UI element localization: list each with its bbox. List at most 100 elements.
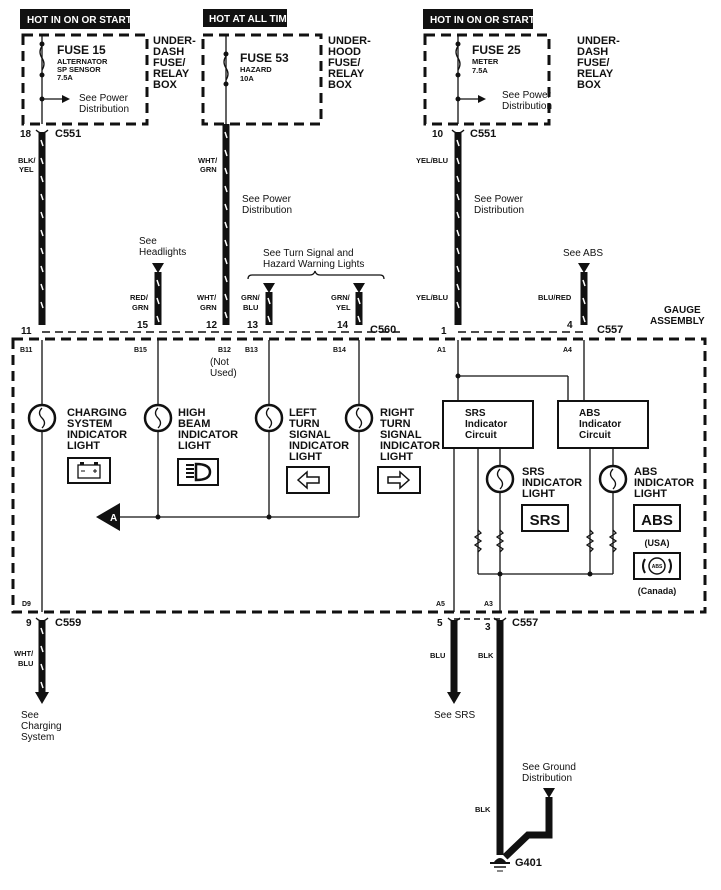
- wire-stripe: [456, 193, 460, 201]
- wire-stripe: [224, 185, 228, 193]
- fuse-box-1: [21, 33, 149, 126]
- wire-stripe: [40, 645, 44, 653]
- wire-label-yel: YEL: [19, 165, 34, 174]
- wire-stripe: [456, 157, 460, 165]
- ground-arrow-icon: [543, 788, 555, 798]
- c559-pin: 9: [26, 618, 32, 629]
- abs-light-label-2: INDICATOR: [634, 477, 694, 489]
- headlights-arrow-icon: [152, 263, 164, 273]
- wire-label-blu-2: BLU: [18, 659, 33, 668]
- reference-marker-icon: [96, 503, 120, 531]
- bulb-icons: [27, 403, 628, 494]
- gauge-assembly-label-2: ASSEMBLY: [650, 316, 705, 327]
- c557-top-name: C557: [597, 324, 623, 336]
- fuse-box-2-label-5: BOX: [328, 79, 353, 91]
- wire-label-blu-red: BLU/RED: [538, 293, 572, 302]
- abs-circuit-box: [557, 400, 649, 449]
- high-beam-label-2: BEAM: [178, 418, 210, 430]
- wire-label-grn-blu-2: BLU: [243, 303, 258, 312]
- power-dist-note-mid-2: Distribution: [242, 205, 292, 216]
- wire-stripe: [40, 265, 44, 273]
- c557-pin-4: 4: [567, 320, 573, 331]
- srs-light-label-2: INDICATOR: [522, 477, 582, 489]
- fuse-box-3-label-3: FUSE/: [577, 57, 609, 69]
- wire-stripe: [224, 149, 228, 157]
- terminal-b12: B12: [218, 347, 231, 354]
- wire-stripe: [357, 315, 361, 323]
- fuse-box-3-label-1: UNDER-: [577, 35, 620, 47]
- wire-stripe: [40, 157, 44, 165]
- wire-label-blu: BLU: [430, 651, 445, 660]
- left-turn-label-5: LIGHT: [289, 451, 322, 463]
- wire-stripe: [40, 627, 44, 635]
- wire-label-wht-2: WHT/: [14, 649, 34, 658]
- charging-label-3: INDICATOR: [67, 429, 127, 441]
- wire-label-blk-2: BLK: [475, 805, 491, 814]
- c557-pin-3: 3: [485, 622, 491, 633]
- wire-stripe: [224, 167, 228, 175]
- wire-stripe: [156, 315, 160, 323]
- c560-pin-14: 14: [337, 320, 349, 331]
- wire-stripe: [40, 175, 44, 183]
- turn-signal-note-2: Hazard Warning Lights: [263, 259, 364, 270]
- terminal-a1: A1: [437, 347, 446, 354]
- wire-stripe: [156, 279, 160, 287]
- hot-label-3: HOT IN ON OR START: [430, 15, 535, 26]
- abs-symbol-icon: [633, 504, 681, 532]
- fuse-15-note-1: See Power: [79, 93, 129, 104]
- wire-stripe: [156, 297, 160, 305]
- srs-light-label-3: LIGHT: [522, 488, 555, 500]
- srs-circuit-label-2: Indicator: [465, 419, 507, 430]
- wire-stripe: [224, 275, 228, 283]
- terminal-b13: B13: [245, 347, 258, 354]
- gauge-assembly-box: [11, 337, 707, 614]
- c559-name: C559: [55, 617, 81, 629]
- fuse-box-1-label-1: UNDER-: [153, 35, 196, 47]
- fuse-25-note-2: Distribution: [502, 101, 552, 112]
- wire-label-grn-yel-1: GRN/: [331, 293, 351, 302]
- left-turn-label-2: TURN: [289, 418, 320, 430]
- not-used-1: (Not: [210, 357, 229, 368]
- fuse-15-desc2: SP SENSOR: [57, 65, 101, 74]
- high-beam-label-4: LIGHT: [178, 440, 211, 452]
- high-beam-icon: [177, 458, 219, 486]
- wire-blk-yel: [35, 129, 49, 325]
- wire-stripe: [582, 297, 586, 305]
- abs-circuit-label-3: Circuit: [579, 430, 611, 441]
- fuse-53-icon: [223, 35, 229, 124]
- wire-stripe: [357, 297, 361, 305]
- headlights-note-1: See: [139, 236, 157, 247]
- wire-stripe: [456, 301, 460, 309]
- wire-stripe: [40, 681, 44, 689]
- fuse-15-desc1: ALTERNATOR: [57, 57, 108, 66]
- turn-signal-note-1: See Turn Signal and: [263, 248, 354, 259]
- terminal-a4: A4: [563, 347, 572, 354]
- hot-label-1: HOT IN ON OR START: [27, 15, 132, 26]
- abs-light-label-3: LIGHT: [634, 488, 667, 500]
- srs-light-label-1: SRS: [522, 466, 545, 478]
- abs-circuit-label-2: Indicator: [579, 419, 621, 430]
- wire-yel-blu: [451, 129, 465, 325]
- abs-circuit-label-1: ABS: [579, 408, 600, 419]
- hot-label-box-3: [423, 9, 533, 29]
- wire-label-blk-1: BLK: [478, 651, 494, 660]
- terminal-b15: B15: [134, 347, 147, 354]
- wire-stripe: [40, 139, 44, 147]
- gauge-assembly-label-1: GAUGE: [664, 305, 701, 316]
- charging-label-4: LIGHT: [67, 440, 100, 452]
- bulb-right-turn-icon: [344, 403, 374, 433]
- abs-canada-icon: [633, 552, 681, 580]
- terminal-a5: A5: [436, 601, 445, 608]
- fuse-25-icon: [455, 35, 486, 124]
- srs-note: See SRS: [434, 710, 475, 721]
- terminal-d9: D9: [22, 601, 31, 608]
- fuse-53-desc: HAZARD: [240, 65, 272, 74]
- abs-arrow-icon: [578, 263, 590, 273]
- wire-stripe: [224, 311, 228, 319]
- c560-pin-12: 12: [206, 320, 218, 331]
- wire-stripe: [224, 221, 228, 229]
- turn-signal-brace: [247, 270, 385, 280]
- wire-stripe: [224, 293, 228, 301]
- fuse-15-rating: 7.5A: [57, 73, 73, 82]
